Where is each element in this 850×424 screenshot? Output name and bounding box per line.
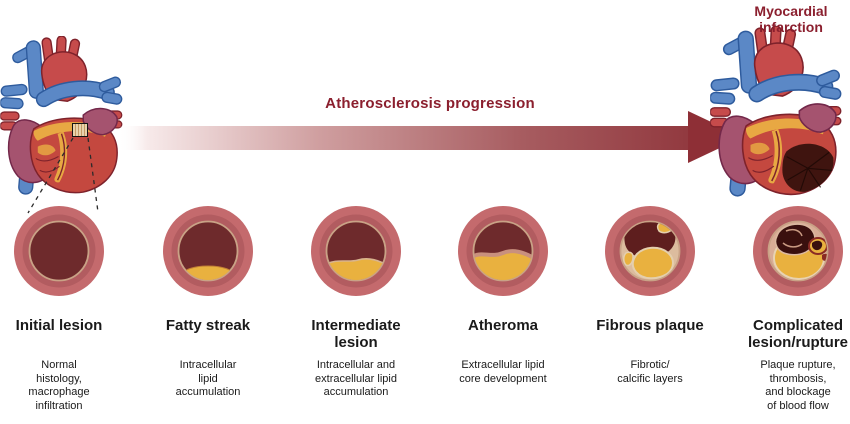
stage-name: Intermediate lesion [311,317,401,351]
infarcted-heart-illustration [710,26,842,198]
healthy-heart-illustration [0,36,123,196]
stage-name: Complicated lesion/rupture [747,317,848,351]
stage-description: Normal histology, macrophage infiltratio… [28,359,90,412]
stage-description: Intracellular lipid accumulation [175,359,241,398]
myocardial-infarction-label: Myocardial infarction [754,3,828,35]
stage-name: Initial lesion [15,317,103,334]
magnifier-box [72,123,88,137]
infarct-region [782,143,834,192]
vessel-cross-section-stage-4 [458,206,548,296]
vessel-cross-section-stage-5 [605,206,695,296]
complicated-lesion-thrombus [773,223,827,280]
stage-name: Atheroma [467,317,538,334]
figure-title: Atherosclerosis progression [325,95,535,112]
stage-description: Extracellular lipid core development [459,359,547,385]
stage-description: Fibrotic/ calcific layers [617,359,683,385]
vessel-cross-section-stage-2 [163,206,253,296]
stage-name: Fatty streak [165,317,251,334]
fibrous-plaque-layers [623,222,676,280]
stage-description: Plaque rupture, thrombosis, and blockage… [760,359,836,412]
progression-arrow [118,111,743,163]
vessel-cross-section-stage-1 [14,206,104,296]
stage-name: Fibrous plaque [596,317,704,334]
stage-description: Intracellular and extracellular lipid ac… [315,359,397,398]
vessel-cross-section-stage-3 [311,206,401,296]
vessel-cross-section-stage-6 [753,206,843,296]
atheroma-lipid-core [474,249,532,280]
